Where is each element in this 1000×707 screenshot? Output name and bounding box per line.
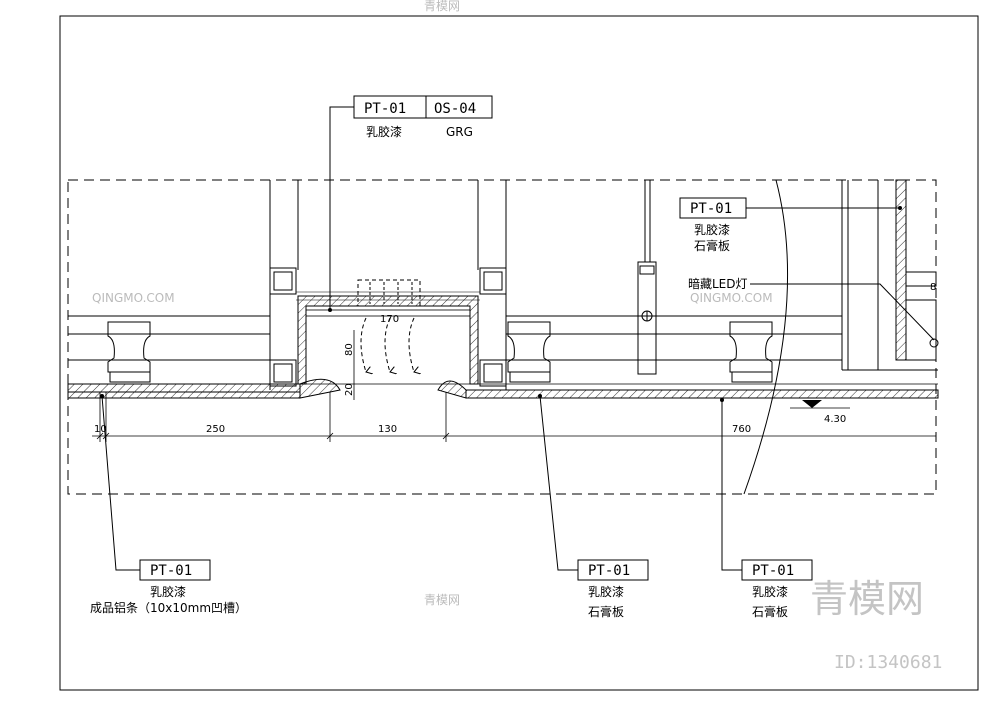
level-text: 4.30: [824, 414, 846, 425]
dim-760: 760: [732, 424, 751, 435]
watermark-brand-1: 青模网: [424, 593, 460, 607]
callout-bottom-right-code: PT-01: [752, 563, 794, 579]
callout-right-top: PT-01 乳胶漆 石膏板: [679, 197, 902, 253]
callout-bottom-mid-line1: 乳胶漆: [588, 584, 624, 599]
joist-rails: [68, 315, 842, 361]
callout-led-label: 暗藏LED灯: [688, 276, 748, 291]
watermark-brand-en-1: QINGMO.COM: [92, 291, 175, 305]
dim-20: 20: [344, 383, 355, 396]
corner-blocks: [269, 267, 507, 387]
dim-80: 80: [344, 343, 355, 356]
column-lines: [269, 180, 879, 390]
callout-top-label-left: 乳胶漆: [366, 124, 402, 139]
callout-bottom-left-line2: 成品铝条（10x10mm凹槽）: [90, 600, 247, 615]
callout-led: 暗藏LED灯: [688, 276, 935, 341]
callout-top-code-left: PT-01: [364, 101, 406, 117]
level-marker: 4.30: [790, 400, 850, 425]
callout-top: PT-01 OS-04 乳胶漆 GRG: [328, 95, 493, 312]
watermark-brand-2: 青模网: [424, 0, 460, 13]
callout-bottom-mid-line2: 石膏板: [588, 604, 624, 619]
callout-right-top-line1: 乳胶漆: [694, 222, 730, 237]
dim-170: 170: [380, 314, 399, 325]
break-line: [743, 179, 789, 495]
sheet-border: [59, 15, 979, 691]
callout-bottom-right-line2: 石膏板: [752, 604, 788, 619]
callout-bottom-left: PT-01 乳胶漆 成品铝条（10x10mm凹槽）: [90, 394, 247, 615]
callout-bottom-left-line1: 乳胶漆: [150, 584, 186, 599]
ceiling-board: [67, 378, 939, 399]
dim-130: 130: [378, 424, 397, 435]
callout-right-top-code: PT-01: [690, 201, 732, 217]
hanger-clips: [107, 321, 773, 383]
watermark: QINGMO.COM QINGMO.COM 青模网 青模网 青模网 ID:134…: [92, 0, 942, 673]
callout-bottom-mid: PT-01 乳胶漆 石膏板: [538, 394, 649, 619]
section-boundary: [67, 179, 937, 495]
suspension-rod: [637, 261, 657, 375]
callout-right-top-line2: 石膏板: [694, 238, 730, 253]
dim-250: 250: [206, 424, 225, 435]
callout-bottom-left-code: PT-01: [150, 563, 192, 579]
right-wall: [842, 179, 939, 371]
callout-bottom-mid-code: PT-01: [588, 563, 630, 579]
dimension-chain: [92, 392, 936, 442]
dim-10: 10: [94, 424, 107, 435]
dim-8: 8: [930, 282, 936, 293]
callout-bottom-right: PT-01 乳胶漆 石膏板: [720, 398, 813, 619]
callout-top-code-right: OS-04: [434, 101, 476, 117]
watermark-brand-large: 青模网: [810, 577, 924, 621]
callout-top-label-right: GRG: [446, 125, 473, 139]
watermark-id: ID:1340681: [834, 652, 942, 673]
light-trough: [296, 279, 480, 385]
callout-bottom-right-line1: 乳胶漆: [752, 584, 788, 599]
watermark-brand-en-2: QINGMO.COM: [690, 291, 773, 305]
